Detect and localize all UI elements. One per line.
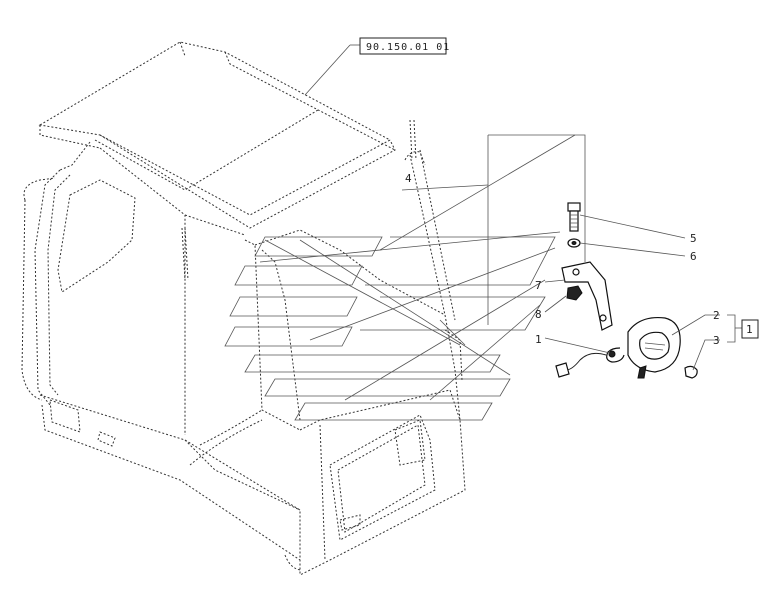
callout-4: 4 xyxy=(405,172,412,185)
callout-8: 8 xyxy=(535,308,542,321)
callout-3: 3 xyxy=(713,334,720,347)
box-label: 1 xyxy=(746,323,753,336)
reference-label: 90.150.01 01 xyxy=(366,42,450,53)
bracket-part xyxy=(561,261,613,331)
bulb-part-3 xyxy=(684,365,698,379)
callout-5: 5 xyxy=(690,232,697,245)
callout-6: 6 xyxy=(690,250,697,263)
reference-tag: 90.150.01 01 xyxy=(350,37,450,55)
nut-part-7 xyxy=(566,285,583,301)
callout-labels: 5 6 7 8 1 2 3 4 xyxy=(405,172,720,347)
callout-leaders xyxy=(544,214,742,371)
cab-outline xyxy=(21,41,466,576)
stripe-pattern xyxy=(224,236,556,421)
boxed-reference: 1 xyxy=(741,319,759,339)
projection-lines xyxy=(259,44,586,401)
callout-2: 2 xyxy=(713,309,720,322)
callout-1: 1 xyxy=(535,333,542,346)
bolt-part-5 xyxy=(567,202,581,232)
washer-part-6 xyxy=(567,238,581,248)
cable-part xyxy=(555,350,616,378)
horn-part-2 xyxy=(606,316,681,379)
callout-7: 7 xyxy=(535,279,542,292)
